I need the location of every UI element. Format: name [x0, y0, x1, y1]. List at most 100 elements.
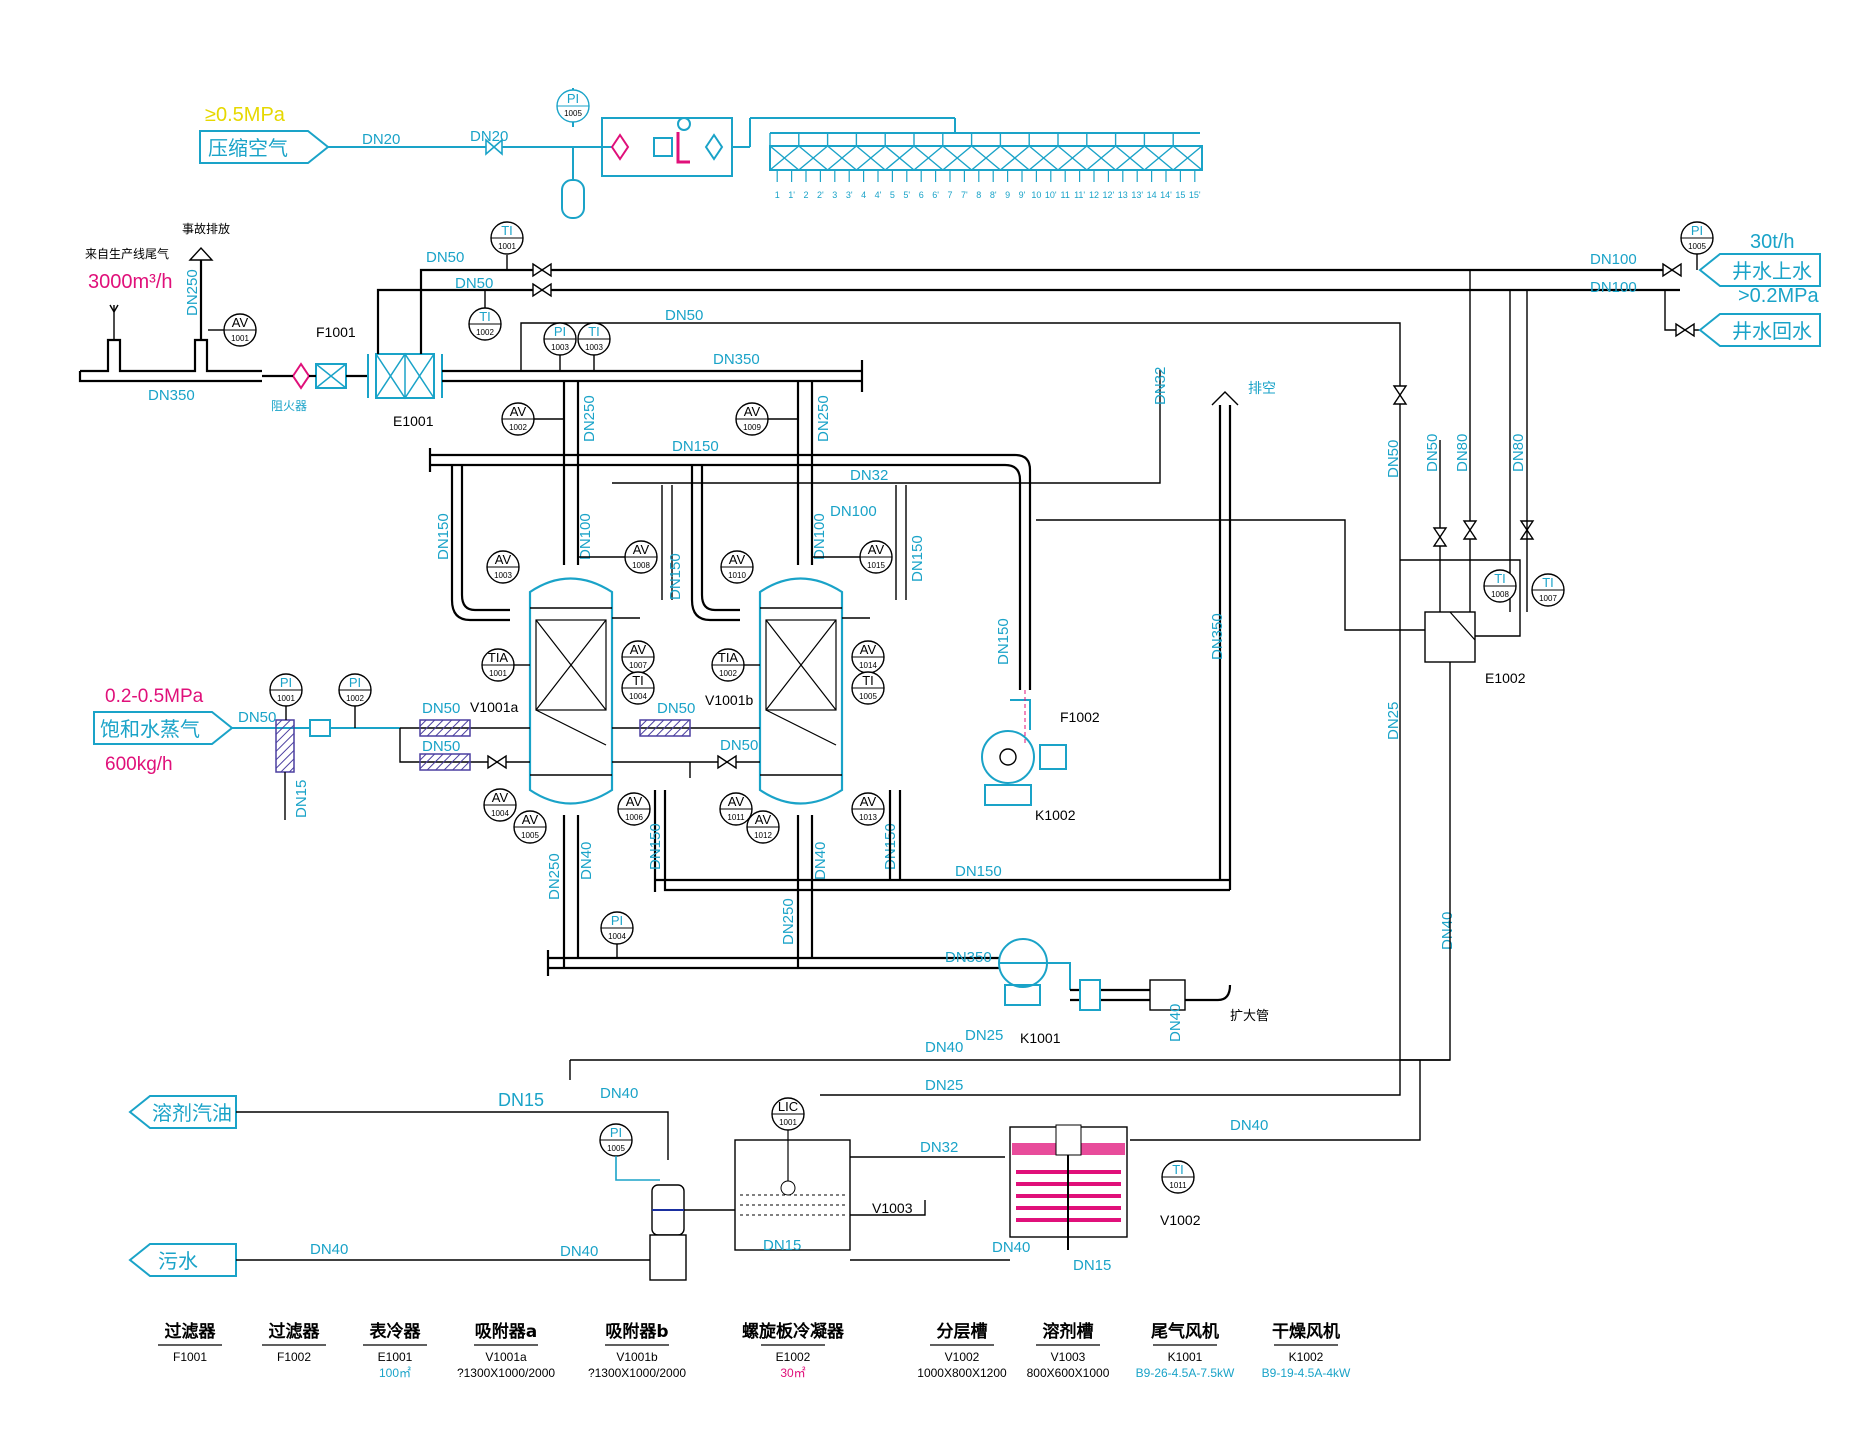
air-dn1: DN20: [362, 131, 400, 148]
av-1015: AV 1015: [812, 540, 893, 574]
steam-drain-dn: DN15: [293, 780, 310, 818]
svg-text:DN100: DN100: [811, 513, 828, 560]
legend-tag: K1001: [1168, 1350, 1203, 1364]
k1001-fan: [998, 938, 1071, 1006]
svg-text:DN150: DN150: [909, 535, 926, 582]
svg-text:DN32: DN32: [1152, 367, 1169, 405]
svg-text:1001: 1001: [277, 694, 295, 703]
legend-name: 尾气风机: [1151, 1321, 1219, 1342]
svg-text:DN80: DN80: [1510, 434, 1527, 472]
svg-text:1015: 1015: [867, 561, 885, 570]
cw-valve-2: [532, 283, 552, 297]
nozzle-label: 8': [990, 190, 997, 200]
equipment-legend: 过滤器F1001过滤器F1002表冷器E1001100㎡吸附器aV1001a?1…: [158, 1321, 1351, 1380]
svg-text:AV: AV: [755, 812, 772, 827]
v1002-tag: V1002: [1160, 1212, 1201, 1228]
svg-text:1005: 1005: [607, 1144, 625, 1153]
f1001-tag: F1001: [316, 324, 356, 340]
av-1009: AV 1009: [735, 402, 798, 436]
legend-spec: ?1300X1000/2000: [457, 1366, 555, 1380]
av-1001: AV 1001: [208, 313, 257, 347]
svg-text:PI: PI: [567, 91, 579, 106]
svg-text:DN150: DN150: [647, 823, 664, 870]
nozzle-label: 7: [947, 190, 952, 200]
legend-tag: E1001: [378, 1350, 413, 1364]
legend-name: 表冷器: [370, 1321, 422, 1342]
svg-text:DN50: DN50: [657, 700, 695, 717]
solvent-out-dn: DN15: [498, 1090, 544, 1110]
pi-1001: PI 1001: [269, 673, 303, 720]
svg-text:1007: 1007: [1539, 594, 1557, 603]
svg-text:DN250: DN250: [546, 853, 563, 900]
legend-tag: F1001: [173, 1350, 207, 1364]
svg-text:AV: AV: [630, 642, 647, 657]
svg-text:AV: AV: [868, 542, 885, 557]
cw-dn50-c: DN50: [665, 307, 703, 324]
svg-text:1002: 1002: [476, 328, 494, 337]
nozzle-label: 10: [1031, 190, 1041, 200]
legend-spec: B9-26-4.5A-7.5kW: [1136, 1366, 1235, 1380]
svg-text:1010: 1010: [728, 571, 746, 580]
well-supply-dn: DN100: [1590, 251, 1637, 268]
svg-text:1006: 1006: [625, 813, 643, 822]
svg-text:1007: 1007: [629, 661, 647, 670]
pi-1004: PI 1004: [600, 911, 634, 958]
svg-text:DN150: DN150: [995, 618, 1012, 665]
legend-spec: 800X600X1000: [1027, 1366, 1110, 1380]
svg-text:1002: 1002: [719, 669, 737, 678]
legend-name: 吸附器a: [475, 1321, 537, 1342]
separator-vessel: [649, 1184, 687, 1281]
nozzle-label: 6': [932, 190, 939, 200]
well-return-name: 井水回水: [1732, 320, 1812, 343]
svg-text:PI: PI: [280, 675, 292, 690]
ti-1007: TI 1007: [1531, 573, 1565, 607]
svg-text:1002: 1002: [346, 694, 364, 703]
svg-text:AV: AV: [626, 794, 643, 809]
svg-text:AV: AV: [510, 404, 527, 419]
e1001-cooler: [367, 352, 443, 400]
steam-trap: [275, 719, 295, 773]
svg-text:DN50: DN50: [422, 738, 460, 755]
svg-text:AV: AV: [633, 542, 650, 557]
air-name: 压缩空气: [208, 137, 288, 160]
av-1005: AV 1005: [513, 810, 547, 844]
e1001-tag: E1001: [393, 413, 434, 429]
svg-text:1001: 1001: [489, 669, 507, 678]
svg-text:1003: 1003: [551, 343, 569, 352]
svg-text:1005: 1005: [859, 692, 877, 701]
waste-out-name: 污水: [158, 1250, 198, 1273]
pi-1003: PI 1003: [543, 322, 577, 371]
vent-label: 排空: [1248, 380, 1276, 396]
k1001-tag: K1001: [1020, 1030, 1061, 1046]
nozzle-label: 9: [1005, 190, 1010, 200]
exhaust-source: 来自生产线尾气: [85, 246, 169, 261]
svg-text:PI: PI: [349, 675, 361, 690]
v1003-tag: V1003: [872, 1200, 913, 1216]
nozzle-label: 15: [1175, 190, 1185, 200]
svg-text:DN250: DN250: [815, 395, 832, 442]
pi-1005-sep: PI 1005: [599, 1123, 660, 1181]
steam-name: 饱和水蒸气: [100, 718, 200, 741]
svg-text:TIA: TIA: [488, 650, 509, 665]
svg-text:1005: 1005: [521, 831, 539, 840]
pi-1002: PI 1002: [338, 673, 372, 728]
svg-text:TI: TI: [1172, 1162, 1184, 1177]
svg-text:1013: 1013: [859, 813, 877, 822]
ti-1004: TI 1004: [621, 671, 655, 705]
nozzle-label: 1: [775, 190, 780, 200]
av-1006: AV 1006: [617, 792, 651, 826]
av-1007: AV 1007: [612, 617, 655, 674]
svg-text:AV: AV: [232, 315, 249, 330]
nozzle-label: 13': [1131, 190, 1143, 200]
nozzle-label: 6: [919, 190, 924, 200]
f1002-tag: F1002: [1060, 709, 1100, 725]
legend-tag: V1001b: [616, 1350, 658, 1364]
v1001b-adsorber: [758, 577, 844, 805]
nozzle-label: 4: [861, 190, 866, 200]
